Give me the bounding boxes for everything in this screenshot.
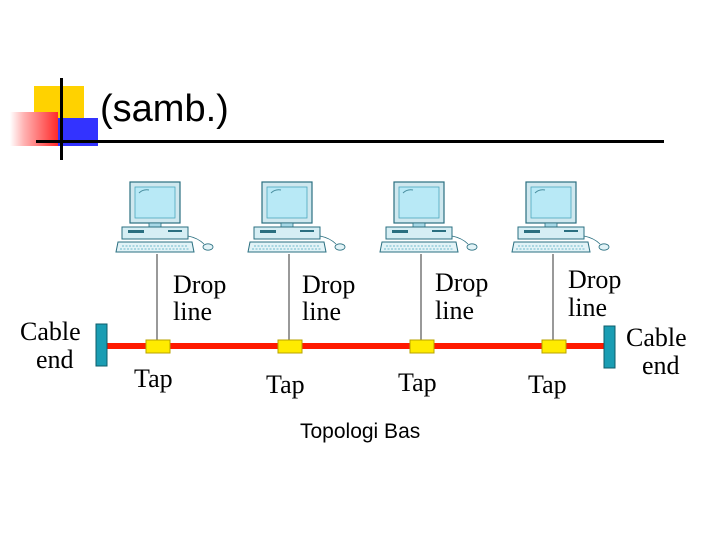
desktop-computer-icon-1 (115, 181, 214, 253)
drop-line-label-3-word2: line (435, 296, 474, 325)
drop-line-label-1-word1: Drop (173, 270, 226, 299)
title-underline (36, 140, 664, 143)
drop-line-label-1-word2: line (173, 297, 212, 326)
cable-end-label-right-word1: Cable (626, 323, 687, 352)
tap-2 (277, 339, 303, 354)
drop-line-label-2-word2: line (302, 297, 341, 326)
desktop-computer-icon-2 (247, 181, 346, 253)
tap-label-3: Tap (398, 368, 437, 397)
tap-label-1: Tap (134, 364, 173, 393)
tap-4 (541, 339, 567, 354)
slide-title: (samb.) (100, 88, 229, 130)
drop-line-label-2-word1: Drop (302, 270, 355, 299)
tap-1 (145, 339, 171, 354)
drop-line-label-4-word2: line (568, 293, 607, 322)
drop-line-label-4-word1: Drop (568, 265, 621, 294)
desktop-computer-icon-4 (511, 181, 610, 253)
tap-label-4: Tap (528, 370, 567, 399)
cable-terminator-left (95, 323, 108, 367)
desktop-computer-icon-3 (379, 181, 478, 253)
title-decoration-vline (60, 78, 63, 160)
cable-end-label-right-word2: end (642, 351, 680, 380)
diagram-caption: Topologi Bas (300, 420, 421, 443)
cable-terminator-right (603, 325, 616, 369)
drop-line-label-3-word1: Drop (435, 268, 488, 297)
tap-3 (409, 339, 435, 354)
tap-label-2: Tap (266, 370, 305, 399)
cable-end-label-left-word2: end (36, 345, 74, 374)
cable-end-label-left-word1: Cable (20, 317, 81, 346)
